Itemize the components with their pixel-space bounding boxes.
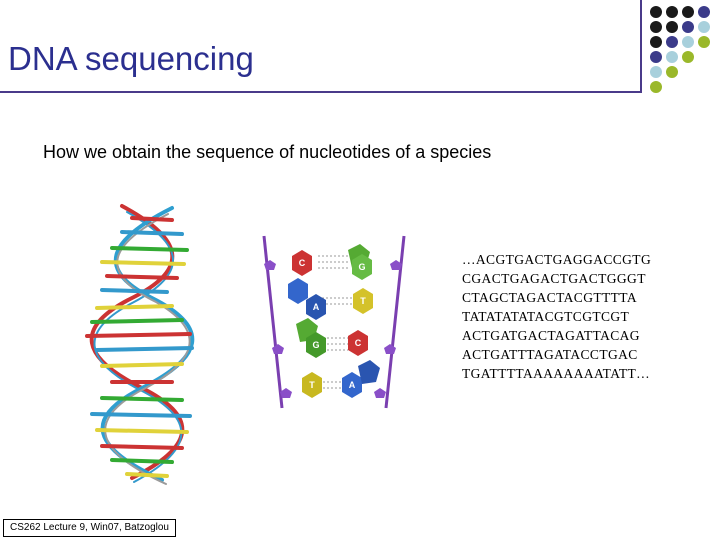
dna-helix-image — [85, 204, 195, 485]
base-label: A — [349, 380, 356, 390]
corner-divider — [640, 0, 642, 93]
decorative-dot — [650, 66, 662, 78]
decorative-dot — [666, 66, 678, 78]
base-label: A — [313, 302, 320, 312]
base-label: G — [358, 262, 365, 272]
decorative-dot — [666, 21, 678, 33]
base-label: T — [309, 380, 315, 390]
decorative-dot — [650, 51, 662, 63]
pair-2 — [288, 278, 373, 320]
decorative-dot — [682, 21, 694, 33]
base-pair-ladder-diagram: C G A T G C T A — [262, 235, 406, 409]
pair-3 — [296, 318, 368, 358]
sequence-line: ACTGATTTAGATACCTGAC — [462, 347, 638, 362]
decorative-dot — [698, 36, 710, 48]
sequence-line: CGACTGAGACTGACTGGGT — [462, 271, 646, 286]
decorative-dot — [650, 21, 662, 33]
sequence-line: TGATTTTAAAAAAAATATT… — [462, 366, 651, 381]
base-label: T — [360, 296, 366, 306]
decorative-dot — [650, 6, 662, 18]
decorative-dot — [666, 51, 678, 63]
decorative-dot — [682, 36, 694, 48]
decorative-dot — [650, 36, 662, 48]
title-divider — [0, 91, 640, 93]
base-label: C — [355, 338, 362, 348]
decorative-dot — [698, 6, 710, 18]
sequence-block: …ACGTGACTGAGGACCGTG CGACTGAGACTGACTGGGT … — [462, 250, 651, 383]
base-label: G — [312, 340, 319, 350]
slide-title: DNA sequencing — [8, 40, 254, 77]
sequence-line: …ACGTGACTGAGGACCGTG — [462, 252, 652, 267]
pair-1 — [292, 244, 372, 280]
decorative-dot — [666, 36, 678, 48]
decorative-dot — [682, 6, 694, 18]
decorative-dot — [666, 6, 678, 18]
sequence-line: TATATATATACGTCGTCGT — [462, 309, 630, 324]
decorative-dot — [682, 51, 694, 63]
sequence-line: ACTGATGACTAGATTACAG — [462, 328, 640, 343]
slide-subtitle: How we obtain the sequence of nucleotide… — [43, 142, 492, 162]
base-label: C — [299, 258, 306, 268]
decorative-dot — [650, 81, 662, 93]
sequence-line: CTAGCTAGACTACGTTTTA — [462, 290, 638, 305]
pair-4 — [302, 360, 380, 398]
decorative-dot — [698, 21, 710, 33]
slide-footer: CS262 Lecture 9, Win07, Batzoglou — [3, 519, 176, 537]
